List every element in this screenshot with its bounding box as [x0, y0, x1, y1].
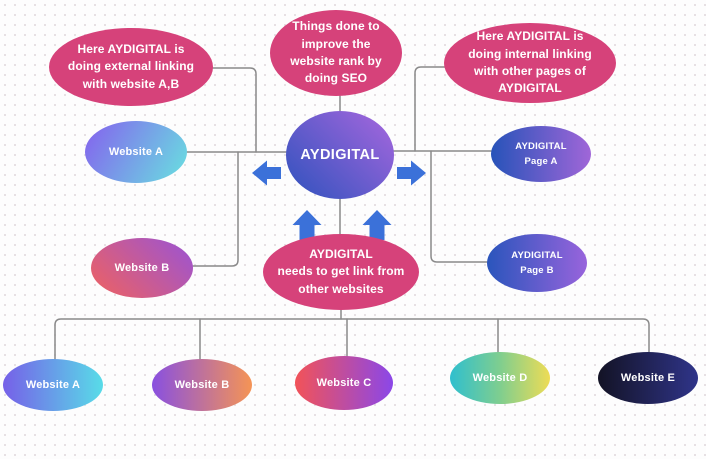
node-website-c-bottom: Website C [295, 356, 393, 410]
callout-line: doing internal linking [468, 46, 592, 61]
node-label: AYDIGITAL [515, 140, 567, 152]
node-aydigital-page-a: AYDIGITAL Page A [491, 126, 591, 182]
node-label: AYDIGITAL [300, 147, 380, 163]
node-label: Website B [114, 262, 170, 274]
callout-needs-links: AYDIGITAL needs to get link from other w… [263, 234, 419, 310]
node-label: Website A [108, 146, 164, 158]
callout-line: website rank by [290, 54, 382, 68]
callout-line: with website A,B [82, 76, 180, 91]
node-website-b-left: Website B [91, 238, 193, 298]
connector-bottom-bar [54, 318, 650, 361]
node-website-e-bottom: Website E [598, 352, 698, 404]
connector-external-bubble [212, 67, 257, 153]
node-aydigital-center: AYDIGITAL [286, 111, 394, 199]
callout-line: AYDIGITAL [498, 81, 562, 96]
callout-line: other websites [298, 281, 384, 296]
node-website-a-bottom: Website A [3, 359, 103, 411]
callout-line: improve the [301, 36, 371, 51]
node-aydigital-page-b: AYDIGITAL Page B [487, 234, 587, 292]
callout-line: needs to get link from [277, 264, 405, 279]
callout-seo: Things done to improve the website rank … [270, 10, 402, 96]
node-website-d-bottom: Website D [450, 352, 550, 404]
arrow-up-left-icon [292, 210, 322, 240]
node-label: Page B [520, 265, 554, 276]
callout-external-linking: Here AYDIGITAL is doing external linking… [49, 28, 213, 106]
node-website-b-bottom: Website B [152, 359, 252, 411]
node-website-a-left: Website A [85, 121, 187, 183]
callout-line: AYDIGITAL [309, 246, 373, 261]
node-label: Website E [620, 372, 676, 384]
node-label: Website A [25, 379, 81, 391]
arrow-left-icon [252, 160, 281, 186]
callout-line: doing SEO [304, 71, 368, 86]
callout-internal-linking: Here AYDIGITAL is doing internal linking… [444, 23, 616, 103]
node-label: Website D [472, 372, 528, 384]
callout-line: Here AYDIGITAL is [476, 29, 584, 44]
arrow-up-right-icon [362, 210, 392, 240]
node-label: Website B [174, 379, 230, 391]
callout-line: Things done to [292, 19, 380, 34]
connector-right-branch-to-page-b [430, 150, 489, 263]
callout-line: doing external linking [67, 59, 195, 74]
connector-left-branch-to-website-b [192, 151, 239, 267]
callout-line: Here AYDIGITAL is [77, 41, 185, 56]
node-label: Website C [316, 377, 372, 389]
node-label: Page A [524, 156, 558, 167]
callout-line: with other pages of [474, 64, 586, 78]
node-label: AYDIGITAL [511, 249, 563, 261]
arrow-right-icon [397, 160, 426, 186]
connector-internal-bubble [414, 66, 447, 152]
